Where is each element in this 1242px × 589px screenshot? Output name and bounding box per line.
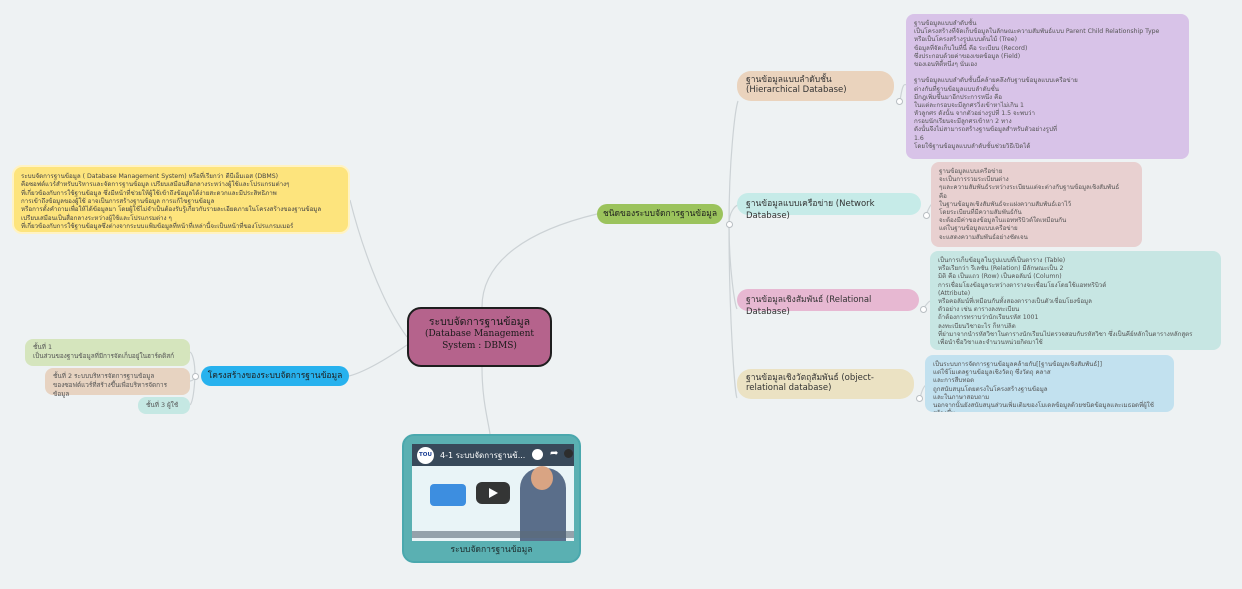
more-options-icon[interactable] bbox=[564, 449, 573, 458]
central-subtitle-line2: System : DBMS) bbox=[442, 340, 517, 351]
layer-3-note[interactable]: ชั้นที่ 3 ผู้ใช้ bbox=[138, 397, 190, 414]
relational-topic[interactable]: ฐานข้อมูลเชิงสัมพันธ์ (Relational Databa… bbox=[737, 289, 919, 317]
central-title: ระบบจัดการฐานข้อมูล bbox=[428, 316, 531, 328]
network-collapse-handle[interactable] bbox=[923, 212, 930, 219]
channel-logo: TOU bbox=[417, 447, 434, 464]
hierarchical-note[interactable]: ฐานข้อมูลแบบลำดับชั้น เป็นโครงสร้างที่จั… bbox=[906, 14, 1189, 159]
layer-2-note[interactable]: ชั้นที่ 2 ระบบบริหารจัดการฐานข้อมูล ของซ… bbox=[45, 368, 190, 398]
video-card[interactable]: TOU 4-1 ระบบจัดการฐานข้... ➦ ระบบจัดการฐ… bbox=[402, 434, 581, 563]
object-relational-note[interactable]: เป็นระบบการจัดการฐานข้อมูลคล้ายกับ[[ฐานข… bbox=[925, 355, 1174, 412]
central-subtitle-line1: (Database Management bbox=[424, 329, 535, 340]
object-relational-topic[interactable]: ฐานข้อมูลเชิงวัตถุสัมพันธ์ (object-relat… bbox=[737, 369, 914, 399]
structure-branch[interactable]: โครงสร้างของระบบจัดการฐานข้อมูล bbox=[201, 366, 349, 386]
object-relational-collapse-handle[interactable] bbox=[916, 395, 923, 402]
relational-note[interactable]: เป็นการเก็บข้อมูลในรูปแบบที่เป็นตาราง (T… bbox=[930, 251, 1221, 350]
types-collapse-handle[interactable] bbox=[726, 221, 733, 228]
play-button-icon[interactable] bbox=[476, 482, 510, 504]
hierarchical-topic[interactable]: ฐานข้อมูลแบบลำดับชั้น (Hierarchical Data… bbox=[737, 71, 894, 101]
video-caption: ระบบจัดการฐานข้อมูล bbox=[450, 545, 533, 555]
central-topic[interactable]: ระบบจัดการฐานข้อมูล (Database Management… bbox=[407, 307, 552, 367]
structure-collapse-handle[interactable] bbox=[192, 373, 199, 380]
share-icon[interactable]: ➦ bbox=[550, 448, 559, 459]
hierarchical-collapse-handle[interactable] bbox=[896, 98, 903, 105]
network-topic[interactable]: ฐานข้อมูลแบบเครือข่าย (Network Database) bbox=[737, 193, 921, 221]
video-player-title: 4-1 ระบบจัดการฐานข้... bbox=[440, 451, 526, 460]
definition-note[interactable]: ระบบจัดการฐานข้อมูล ( Database Managemen… bbox=[12, 165, 350, 234]
types-branch[interactable]: ชนิดของระบบจัดการฐานข้อมูล bbox=[597, 204, 723, 224]
layer-1-note[interactable]: ชั้นที่ 1 เป็นส่วนของฐานข้อมูลที่มีการจั… bbox=[25, 339, 190, 366]
watch-later-icon[interactable] bbox=[532, 449, 543, 460]
video-subtitle-strip bbox=[412, 531, 574, 538]
video-player[interactable]: TOU 4-1 ระบบจัดการฐานข้... ➦ bbox=[412, 444, 574, 541]
network-note[interactable]: ฐานข้อมูลแบบเครือข่าย จะเป็นการรวมระเบีย… bbox=[931, 162, 1142, 247]
database-illustration bbox=[430, 484, 466, 506]
presenter-head bbox=[531, 466, 553, 490]
relational-collapse-handle[interactable] bbox=[920, 306, 927, 313]
